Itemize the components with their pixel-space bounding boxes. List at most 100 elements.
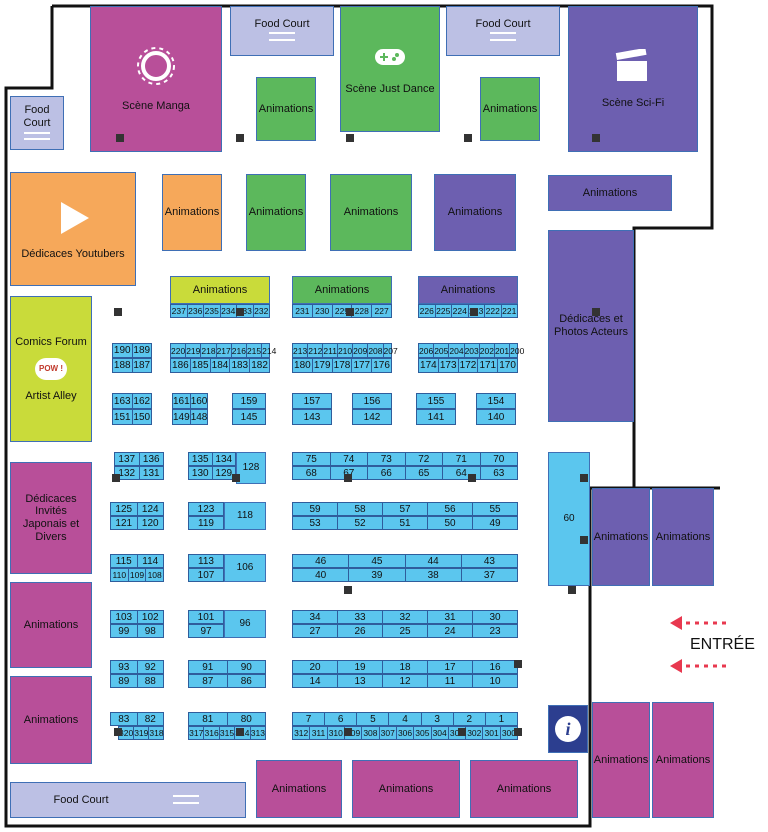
stand-183[interactable]: 183 xyxy=(229,359,249,372)
stand-108[interactable]: 108 xyxy=(145,569,163,581)
stand-113[interactable]: 113 xyxy=(198,555,214,567)
stand-109[interactable]: 109 xyxy=(127,569,146,581)
stand-160[interactable]: 160 xyxy=(189,394,208,408)
animations-zone[interactable]: Animations xyxy=(470,760,578,818)
stand-65[interactable]: 65 xyxy=(404,467,443,479)
stand-318[interactable]: 318 xyxy=(148,727,164,739)
animations-zone[interactable]: Animations xyxy=(480,77,540,141)
stand-201[interactable]: 201 xyxy=(493,344,510,357)
stand-171[interactable]: 171 xyxy=(477,359,497,372)
animations-zone[interactable]: Animations xyxy=(10,676,92,764)
stand-163[interactable]: 163 xyxy=(113,395,131,407)
stand-303[interactable]: 303 xyxy=(447,727,465,739)
stand-145[interactable]: 145 xyxy=(240,411,258,423)
stand-72[interactable]: 72 xyxy=(404,453,443,465)
stand-1[interactable]: 1 xyxy=(484,713,517,725)
animations-zone[interactable]: Animations xyxy=(548,175,672,211)
stand-64[interactable]: 64 xyxy=(442,467,480,479)
stand-300[interactable]: 300 xyxy=(499,727,517,739)
stand-68[interactable]: 68 xyxy=(305,467,317,479)
stand-38[interactable]: 38 xyxy=(404,569,461,581)
stand-5[interactable]: 5 xyxy=(356,713,388,725)
stand-176[interactable]: 176 xyxy=(371,359,391,372)
animations-zone[interactable]: Animations xyxy=(256,77,316,141)
stand-142[interactable]: 142 xyxy=(363,411,381,423)
stand-119[interactable]: 119 xyxy=(198,517,214,529)
stand-207[interactable]: 207 xyxy=(382,344,398,357)
stand-320[interactable]: 320 xyxy=(119,728,134,738)
stand-66[interactable]: 66 xyxy=(367,467,405,479)
stand-155[interactable]: 155 xyxy=(427,395,445,407)
stand-123[interactable]: 123 xyxy=(197,503,215,515)
stand-10[interactable]: 10 xyxy=(472,675,517,687)
stand-161[interactable]: 161 xyxy=(173,395,190,407)
stand-301[interactable]: 301 xyxy=(482,727,499,739)
stand-91[interactable]: 91 xyxy=(202,661,214,673)
stand-188[interactable]: 188 xyxy=(113,360,131,371)
animations-zone[interactable]: Animations xyxy=(330,174,412,251)
stand-214[interactable]: 214 xyxy=(261,344,277,357)
stand-88[interactable]: 88 xyxy=(136,675,164,687)
dedicaces-youtubers[interactable]: Dédicaces Youtubers xyxy=(10,172,136,286)
stand-14[interactable]: 14 xyxy=(309,675,321,687)
stand-185[interactable]: 185 xyxy=(189,359,210,372)
stand-34[interactable]: 34 xyxy=(309,611,321,623)
stand-179[interactable]: 179 xyxy=(311,359,332,372)
stand-70[interactable]: 70 xyxy=(479,453,518,465)
stand-6[interactable]: 6 xyxy=(324,713,356,725)
stand-45[interactable]: 45 xyxy=(348,555,404,567)
stand-129[interactable]: 129 xyxy=(211,467,236,479)
stand-118[interactable]: 118 xyxy=(224,502,266,530)
stand-39[interactable]: 39 xyxy=(348,569,404,581)
stand-128[interactable]: 128 xyxy=(236,452,266,484)
stand-13[interactable]: 13 xyxy=(337,675,382,687)
stand-135[interactable]: 135 xyxy=(191,453,209,465)
stand-97[interactable]: 97 xyxy=(200,625,212,637)
stand-37[interactable]: 37 xyxy=(460,569,517,581)
stand-302[interactable]: 302 xyxy=(465,727,482,739)
stand-57[interactable]: 57 xyxy=(382,503,427,515)
stand-313[interactable]: 313 xyxy=(249,727,265,739)
stand-230[interactable]: 230 xyxy=(311,305,332,317)
stand-200[interactable]: 200 xyxy=(509,344,525,357)
stand-131[interactable]: 131 xyxy=(138,467,164,479)
stand-312[interactable]: 312 xyxy=(294,728,309,738)
stand-186[interactable]: 186 xyxy=(172,360,189,371)
stand-140[interactable]: 140 xyxy=(487,411,505,423)
stand-306[interactable]: 306 xyxy=(395,727,413,739)
stand-98[interactable]: 98 xyxy=(136,625,164,637)
stand-7[interactable]: 7 xyxy=(305,713,312,725)
stand-71[interactable]: 71 xyxy=(442,453,480,465)
stand-222[interactable]: 222 xyxy=(484,305,500,317)
stand-208[interactable]: 208 xyxy=(367,344,383,357)
stand-107[interactable]: 107 xyxy=(197,569,215,581)
stand-159[interactable]: 159 xyxy=(240,395,258,407)
stand-25[interactable]: 25 xyxy=(382,625,427,637)
scene-manga[interactable]: Scène Manga xyxy=(90,6,222,152)
animations-zone[interactable]: Animations xyxy=(592,702,650,818)
stand-99[interactable]: 99 xyxy=(118,625,130,637)
stand-172[interactable]: 172 xyxy=(457,359,478,372)
stand-227[interactable]: 227 xyxy=(371,305,391,317)
animations-zone[interactable]: Animations xyxy=(652,702,714,818)
stand-231[interactable]: 231 xyxy=(295,306,310,316)
stand-83[interactable]: 83 xyxy=(118,713,130,725)
stand-206[interactable]: 206 xyxy=(419,345,434,356)
stand-4[interactable]: 4 xyxy=(388,713,420,725)
stand-218[interactable]: 218 xyxy=(200,344,216,357)
animations-zone[interactable]: Animations xyxy=(434,174,516,251)
stand-120[interactable]: 120 xyxy=(136,517,164,529)
stand-90[interactable]: 90 xyxy=(226,661,266,673)
stand-67[interactable]: 67 xyxy=(329,467,368,479)
dedicaces-photos-acteurs[interactable]: Dédicaces et Photos Acteurs xyxy=(548,230,634,422)
stand-204[interactable]: 204 xyxy=(448,344,464,357)
stand-87[interactable]: 87 xyxy=(202,675,214,687)
stand-180[interactable]: 180 xyxy=(294,360,311,371)
stand-81[interactable]: 81 xyxy=(202,713,214,725)
stand-304[interactable]: 304 xyxy=(430,727,448,739)
animations-zone[interactable]: Animations xyxy=(170,276,270,304)
scene-just-dance[interactable]: Scène Just Dance xyxy=(340,6,440,132)
stand-308[interactable]: 308 xyxy=(361,727,378,739)
stand-32[interactable]: 32 xyxy=(382,611,427,623)
animations-zone[interactable]: Animations xyxy=(418,276,518,304)
